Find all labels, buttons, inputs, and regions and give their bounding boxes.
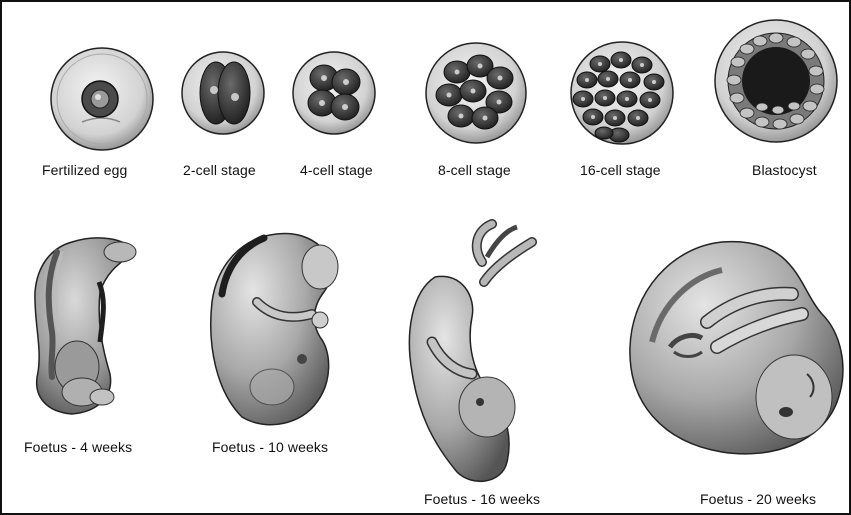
blastocyst-label: Blastocyst (752, 162, 817, 178)
eight-cell-stage-illustration (426, 43, 526, 143)
four-cell-stage-label: 4-cell stage (300, 162, 373, 178)
foetus-4-weeks-illustration (35, 238, 136, 414)
sixteen-cell-stage-label: 16-cell stage (580, 162, 661, 178)
eight-cell-stage-label: 8-cell stage (438, 162, 511, 178)
two-cell-stage-illustration (182, 52, 264, 134)
foetus-20-weeks-illustration (630, 242, 843, 454)
foetus-16-weeks-label: Foetus - 16 weeks (424, 491, 540, 507)
foetus-10-weeks-label: Foetus - 10 weeks (212, 439, 328, 455)
foetus-10-weeks-illustration (211, 234, 338, 425)
foetus-16-weeks-illustration (409, 224, 532, 481)
foetus-4-weeks-label: Foetus - 4 weeks (24, 439, 132, 455)
blastocyst-illustration (715, 20, 837, 142)
fertilized-egg-label: Fertilized egg (42, 162, 127, 178)
four-cell-stage-illustration (293, 52, 375, 134)
fertilized-egg-illustration (51, 48, 153, 150)
two-cell-stage-label: 2-cell stage (183, 162, 256, 178)
sixteen-cell-stage-illustration (571, 42, 673, 144)
foetus-20-weeks-label: Foetus - 20 weeks (700, 491, 816, 507)
